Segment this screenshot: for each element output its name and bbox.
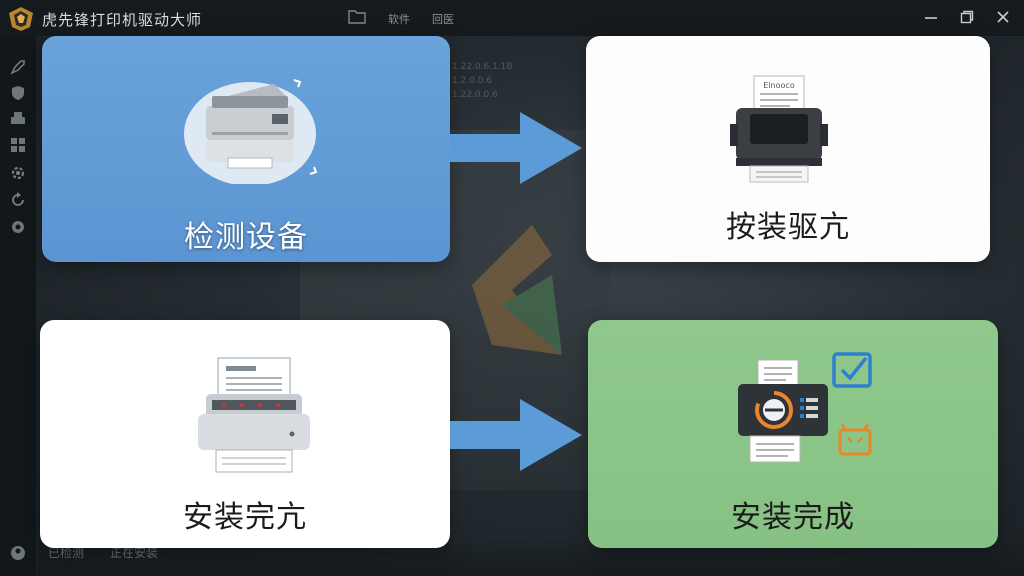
folder-icon[interactable] — [348, 9, 366, 24]
shield-icon[interactable] — [9, 84, 27, 102]
toolbar-item-recovery[interactable]: 回医 — [432, 13, 454, 26]
background-info-line: 1.22.0.6.1.1B — [452, 62, 513, 72]
background-info-line: 1.2.0.0.6 — [452, 76, 493, 86]
background-logo-shape — [472, 225, 562, 355]
settings-icon[interactable] — [9, 164, 27, 182]
install-complete-icon — [738, 352, 872, 463]
title-bar: 虎先锋打印机驱动大师 软件 回医 — [0, 0, 1024, 37]
user-icon[interactable] — [9, 544, 27, 562]
step-label: 安装完亢 — [183, 500, 307, 535]
step-card-install-driver[interactable]: Elnooco 按装驱亢 — [586, 36, 990, 262]
app-logo-icon — [9, 7, 33, 31]
restore-icon[interactable] — [958, 8, 976, 26]
toolbar-item-software[interactable]: 软件 — [388, 13, 410, 26]
step-label: 检测设备 — [184, 220, 308, 255]
arrow-right-icon — [450, 399, 582, 471]
arrow-right-icon — [450, 112, 582, 184]
background-status-text: 正在安装 — [110, 546, 159, 560]
step-label: 按装驱亢 — [726, 210, 850, 245]
svg-text:Elnooco: Elnooco — [763, 81, 795, 90]
background-status-text: 已检测 — [48, 546, 85, 560]
printer-printing-icon — [198, 357, 310, 473]
background-info: 1.22.0.6.1.1B 1.2.0.0.6 1.22.0.0.6 — [452, 60, 572, 140]
refresh-icon[interactable] — [9, 191, 27, 209]
app-title: 虎先锋打印机驱动大师 — [42, 11, 203, 29]
step-label: 安装完成 — [731, 500, 855, 535]
printer-icon[interactable] — [9, 110, 27, 128]
gear-icon[interactable] — [9, 218, 27, 236]
step-card-installing[interactable]: 安装完亢 — [40, 320, 450, 548]
minimize-icon[interactable] — [922, 8, 940, 26]
grid-icon[interactable] — [9, 136, 27, 154]
step-card-detect-device[interactable]: 检测设备 — [42, 36, 450, 262]
printer-loading-paper-icon: Elnooco — [730, 75, 828, 183]
close-icon[interactable] — [994, 8, 1012, 26]
rocket-icon[interactable] — [9, 58, 27, 76]
step-card-install-complete[interactable]: 安装完成 — [588, 320, 998, 548]
sidebar — [0, 36, 37, 576]
background-info-line: 1.22.0.0.6 — [452, 90, 498, 100]
multifunction-printer-scan-icon — [184, 79, 318, 184]
